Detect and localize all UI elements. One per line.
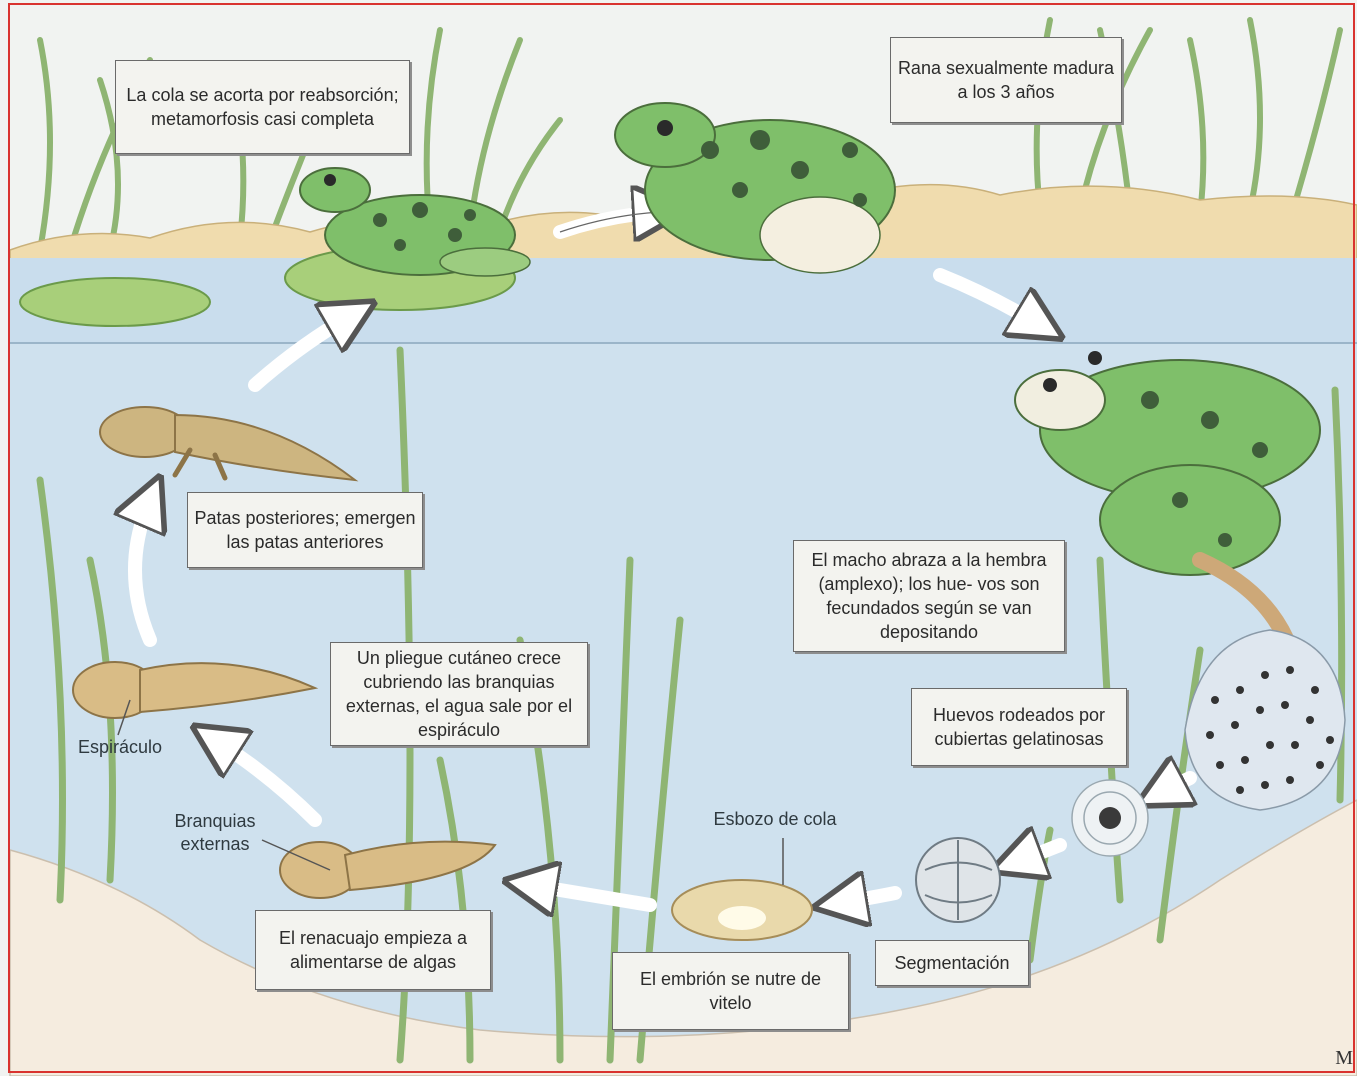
- single-egg: [1072, 780, 1148, 856]
- label-tadpole-feeds: El renacuajo empieza a alimentarse de al…: [255, 910, 491, 990]
- label-skin-fold: Un pliegue cutáneo crece cubriendo las b…: [330, 642, 588, 746]
- label-tail-bud: Esbozo de cola: [690, 808, 860, 831]
- segmented-egg: [916, 838, 1000, 922]
- label-amplexus: El macho abraza a la hembra (amplexo); l…: [793, 540, 1065, 652]
- label-external-gills: Branquias externas: [160, 810, 270, 856]
- water-surface: [10, 258, 1357, 343]
- label-tail-shortens: La cola se acorta por reabsorción; metam…: [115, 60, 410, 154]
- label-hind-legs: Patas posteriores; emergen las patas ant…: [187, 492, 423, 568]
- lily-pad-left: [20, 278, 210, 326]
- label-mature-frog: Rana sexualmente madura a los 3 años: [890, 37, 1122, 123]
- label-eggs: Huevos rodeados por cubiertas gelatinosa…: [911, 688, 1127, 766]
- label-segmentation: Segmentación: [875, 940, 1029, 986]
- label-embryo-yolk: El embrión se nutre de vitelo: [612, 952, 849, 1030]
- artist-signature: M: [1335, 1047, 1353, 1070]
- label-spiracle: Espiráculo: [60, 736, 180, 759]
